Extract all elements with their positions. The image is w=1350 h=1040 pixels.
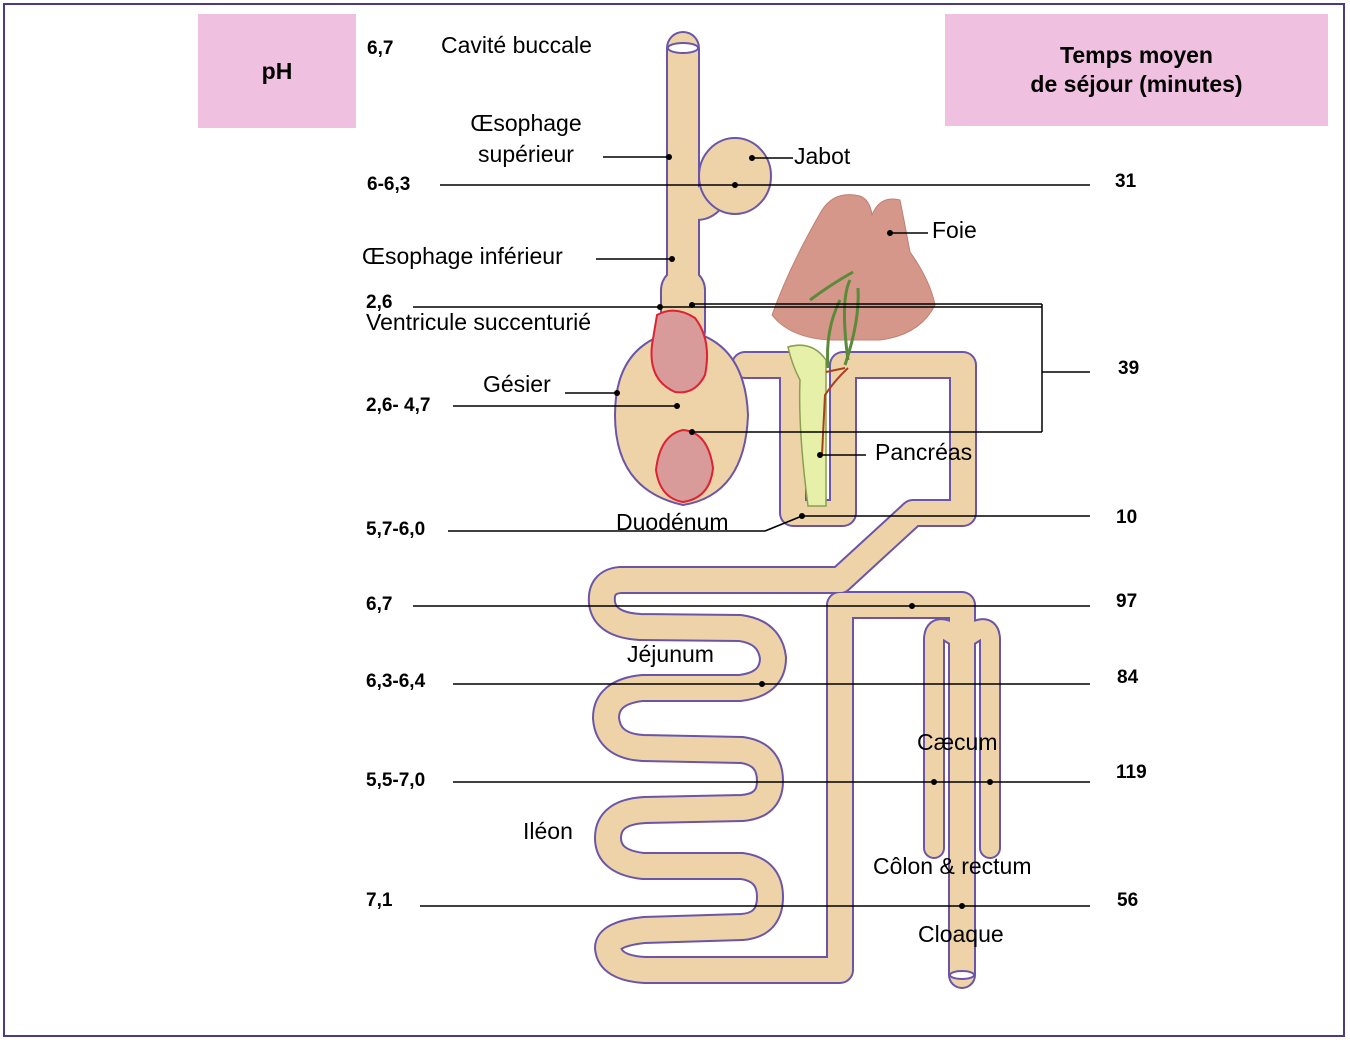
label-oesophage-inferieur: Œsophage inférieur [362,243,563,270]
label-ileon: Iléon [523,818,573,845]
label-jabot: Jabot [794,143,850,170]
label-jejunum: Jéjunum [627,641,714,668]
time-colon: 56 [1117,890,1138,912]
label-cavite-buccale: Cavité buccale [441,32,592,59]
label-oesophage-superieur: Œsophage supérieur [458,108,594,170]
label-pancreas: Pancréas [875,439,972,466]
label-colon-rectum: Côlon & rectum [873,853,1032,880]
label-foie: Foie [932,217,977,244]
time-jejunum-bas: 84 [1117,667,1138,689]
ph-gesier: 2,6- 4,7 [366,395,430,417]
label-duodenum: Duodénum [616,509,729,536]
ph-ileon-bas: 7,1 [366,890,392,912]
cloaca-opening [950,971,974,979]
label-caecum: Cæcum [917,729,998,756]
ph-duodenum: 5,7-6,0 [366,519,425,541]
label-gesier: Gésier [483,371,551,398]
mouth-opening [668,43,698,53]
ph-oesophage: 6-6,3 [367,174,410,196]
label-ventricule-succenturie: Ventricule succenturié [366,309,591,336]
time-jabot: 31 [1115,171,1136,193]
ph-jejunum-bas: 6,3-6,4 [366,671,425,693]
label-oesophage-superieur-line1: Œsophage [458,108,594,139]
time-duodenum: 10 [1116,507,1137,529]
label-oesophage-superieur-line2: supérieur [458,139,594,170]
crop-shape [699,138,771,214]
time-ventricule-gesier: 39 [1118,358,1139,380]
ph-jejunum-haut: 6,7 [366,594,392,616]
ph-cavite-buccale: 6,7 [367,38,393,60]
time-caecum: 119 [1116,762,1147,784]
time-jejunum-haut: 97 [1116,591,1137,613]
label-cloaque: Cloaque [918,921,1004,948]
gizzard-upper-muscle [651,311,707,393]
liver-shape [772,195,935,340]
ph-ileon-haut: 5,5-7,0 [366,770,425,792]
